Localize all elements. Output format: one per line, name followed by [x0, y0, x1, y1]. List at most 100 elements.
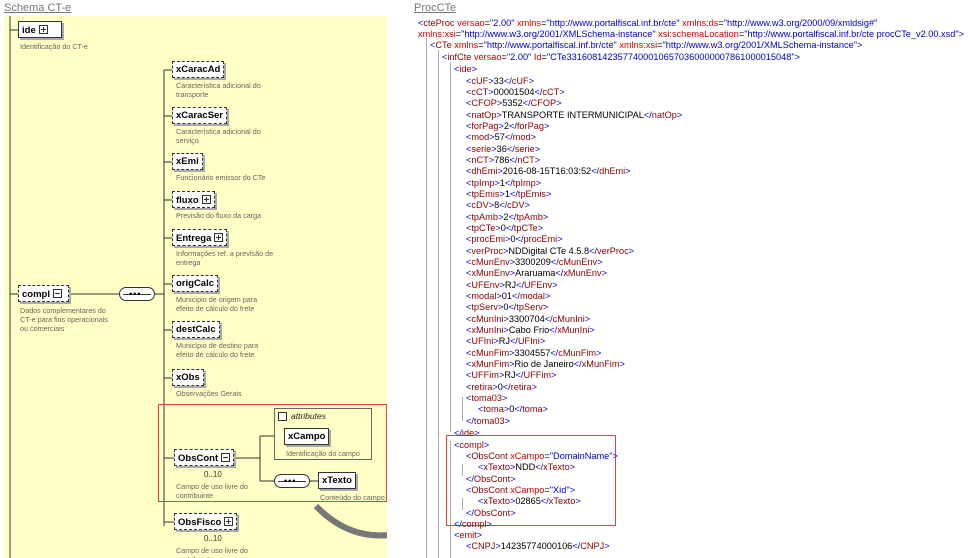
- compl-desc: Dados complementares do CT-e para fins o…: [20, 306, 108, 333]
- origcalc-desc: Município de origem para efeito de cálcu…: [176, 295, 258, 313]
- node-label: Entrega: [176, 233, 212, 244]
- xml-line: <UFEnv>RJ</UFEnv>: [466, 280, 558, 290]
- xml-line: <cMunIni>3300704</cMunIni>: [466, 314, 591, 324]
- xemi-desc: Funcionário emissor do CTe: [176, 173, 266, 182]
- xml-line: <tpCTe>0</tpCTe>: [466, 223, 544, 233]
- collapse-icon[interactable]: [278, 412, 287, 421]
- xml-line: <xMunIni>Cabo Frio</xMunIni>: [466, 325, 595, 335]
- expand-icon[interactable]: [38, 25, 48, 34]
- xml-line: <dhEmi>2016-08-15T16:03:52</dhEmi>: [466, 166, 631, 176]
- xml-title[interactable]: ProcCTe: [414, 2, 457, 14]
- xml-line: <tpAmb>2</tpAmb>: [466, 212, 549, 222]
- compl-label: compl: [22, 289, 50, 300]
- collapse-icon[interactable]: [221, 453, 231, 462]
- schema-title[interactable]: Schema CT-e: [4, 2, 72, 14]
- schema-diagram: ide Identificação do CT-e compl Dados co…: [4, 16, 387, 558]
- indent-guide: [462, 464, 463, 476]
- xml-line: <toma>0</toma>: [478, 404, 549, 414]
- indent-guide: [450, 62, 451, 432]
- xml-line: <CNPJ>14235774000106</CNPJ>: [466, 541, 610, 551]
- destcalc-desc: Município de destino para efeito de cálc…: [176, 341, 259, 359]
- xml-line: <forPag>2</forPag>: [466, 121, 550, 131]
- xml-line: </ide>: [454, 428, 480, 438]
- xml-line: <cteProc versao="2.00" xmlns="http://www…: [418, 18, 878, 28]
- fluxo-node[interactable]: fluxo: [172, 191, 215, 208]
- xtexto-node[interactable]: xTexto: [318, 472, 356, 489]
- xcaracad-desc: Característica adicional do transporte: [176, 81, 261, 99]
- node-label: origCalc: [176, 278, 215, 289]
- xml-line: <UFFim>RJ</UFFim>: [466, 370, 557, 380]
- ide-label: ide: [22, 25, 36, 36]
- xml-line: <cCT>00001504</cCT>: [466, 87, 565, 97]
- schema-connector-lines: [9, 16, 387, 558]
- xml-line: <natOp>TRANSPORTE INTERMUNICIPAL</natOp>: [466, 110, 683, 120]
- expand-icon[interactable]: [224, 517, 234, 526]
- obsfisco-cardinality: 0..10: [204, 534, 222, 543]
- node-label: ObsFisco: [178, 517, 222, 528]
- xml-line: <cMunFim>3304557</cMunFim>: [466, 348, 602, 358]
- xml-line: <CFOP>5352</CFOP>: [466, 98, 562, 108]
- ide-node[interactable]: ide: [18, 21, 62, 38]
- indent-guide: [462, 498, 463, 510]
- xml-line: <nCT>786</nCT>: [466, 155, 541, 165]
- sequence-compositor[interactable]: •••: [119, 287, 155, 301]
- xml-line: <UFIni>RJ</UFIni>: [466, 336, 546, 346]
- compl-highlight: [446, 435, 616, 526]
- entrega-node[interactable]: Entrega: [172, 229, 228, 246]
- node-label: ObsCont: [178, 453, 219, 464]
- xml-line: <cMunEnv>3300209</cMunEnv>: [466, 257, 603, 267]
- xml-line: <cDV>8</cDV>: [466, 200, 530, 210]
- xcampo-node[interactable]: xCampo: [284, 428, 330, 445]
- xobs-node[interactable]: xObs: [172, 369, 204, 386]
- origcalc-node[interactable]: origCalc: [172, 275, 219, 292]
- xml-line: <ObsCont xCampo="DomainName">: [466, 451, 618, 461]
- xml-line: </ObsCont>: [466, 474, 516, 484]
- expand-icon[interactable]: [201, 195, 211, 204]
- xml-line: <retira>0</retira>: [466, 382, 538, 392]
- indent-guide: [438, 50, 439, 558]
- destcalc-node[interactable]: destCalc: [172, 321, 220, 338]
- obscont-cardinality: 0..10: [204, 470, 222, 479]
- attributes-label: attributes: [291, 411, 326, 421]
- indent-guide: [462, 397, 463, 421]
- xemi-node[interactable]: xEmi: [172, 153, 203, 170]
- xml-viewer: <cteProc versao="2.00" xmlns="http://www…: [414, 16, 968, 558]
- xml-line: <mod>57</mod>: [466, 132, 537, 142]
- compl-node[interactable]: compl: [18, 285, 69, 302]
- xcaracser-node[interactable]: xCaracSer: [172, 107, 228, 124]
- xml-line: <modal>01</modal>: [466, 291, 551, 301]
- xml-line: <tpImp>1</tpImp>: [466, 178, 542, 188]
- obscont-desc: Campo de uso livre do contribuinte: [176, 482, 248, 500]
- ide-desc: Identificação do CT-e: [20, 42, 88, 51]
- xml-line: </compl>: [454, 519, 492, 529]
- xml-line: <emit>: [454, 530, 483, 540]
- xcampo-desc: Identificação do campo: [286, 449, 360, 458]
- xml-line: <serie>36</serie>: [466, 144, 541, 154]
- obsfisco-desc: Campo de uso livre do contribuinte: [176, 546, 248, 558]
- collapse-icon[interactable]: [52, 289, 62, 298]
- xml-line: <cUF>33</cUF>: [466, 76, 534, 86]
- node-label: xEmi: [176, 156, 199, 167]
- node-label: destCalc: [176, 324, 216, 335]
- xobs-desc: Observações Gerais: [176, 389, 242, 398]
- expand-icon[interactable]: [214, 233, 224, 242]
- obscont-node[interactable]: ObsCont: [174, 449, 235, 466]
- xml-line: ...: [466, 553, 474, 558]
- indent-guide: [450, 441, 451, 558]
- obscont-highlight: [158, 404, 387, 502]
- xml-line: <xTexto>NDD</xTexto>: [478, 462, 576, 472]
- xml-line: <procEmi>0</procEmi>: [466, 234, 563, 244]
- xml-line: <xMunFim>Rio de Janeiro</xMunFim>: [466, 359, 625, 369]
- xcaracad-node[interactable]: xCaracAd: [172, 61, 225, 78]
- xtexto-desc: Conteúdo do campo: [320, 493, 385, 502]
- indent-guide: [426, 38, 427, 558]
- xml-line: <xTexto>02865</xTexto>: [478, 496, 581, 506]
- xml-line: <toma03>: [466, 393, 508, 403]
- xml-line: <xMunEnv>Araruama</xMunEnv>: [466, 268, 608, 278]
- node-label: xTexto: [322, 475, 352, 486]
- entrega-desc: Informações ref. a previsão de entrega: [176, 249, 274, 267]
- sequence-compositor[interactable]: •••: [274, 474, 310, 488]
- xcaracser-desc: Característica adicional do serviço: [176, 127, 261, 145]
- xml-line: xmlns:xsi="http://www.w3.org/2001/XMLSch…: [418, 29, 964, 39]
- obsfisco-node[interactable]: ObsFisco: [174, 513, 238, 530]
